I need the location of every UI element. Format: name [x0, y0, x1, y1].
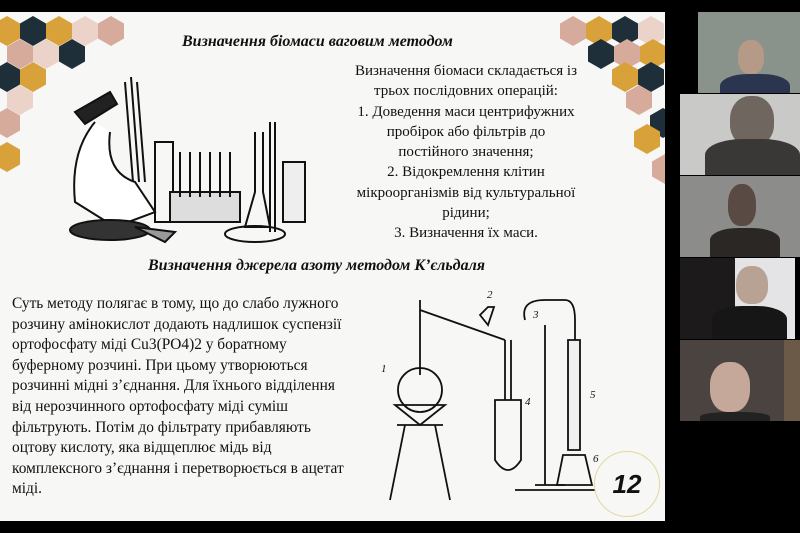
operations-line: 1. Доведення маси центрифужних — [357, 103, 575, 120]
paragraph-line: фільтрують. Потім до фільтрату прибавляю… — [12, 418, 311, 436]
paragraph-line: оцтову кислоту, яка відщеплює мідь від — [12, 439, 272, 457]
paragraph-line: Суть методу полягає в тому, що до слабо … — [12, 295, 339, 312]
operations-line: постійного значення; — [398, 144, 534, 161]
section-title-kjeldahl: Визначення джерела азоту методом К’єльда… — [148, 257, 486, 274]
paragraph-line: розчинні мідні з’єднання. Для їхнього ві… — [12, 377, 335, 395]
slide-page-number: 12 — [594, 451, 660, 517]
participant-face — [728, 184, 756, 226]
operations-line: рідини; — [442, 205, 490, 222]
operations-line: 3. Визначення їх маси. — [394, 225, 538, 242]
shared-slide: Визначення біомаси ваговим методом Визна… — [0, 12, 665, 521]
lab-equipment-illustration — [69, 76, 306, 244]
apparatus-label: 5 — [590, 389, 596, 401]
paragraph-line: від нерозчинного ортофосфату міді суміш — [12, 397, 288, 415]
section-title-biomass: Визначення біомаси ваговим методом — [182, 33, 453, 50]
participant-face — [730, 96, 774, 146]
paragraph-line: комплексного з’єднання і перетворюється … — [12, 459, 344, 477]
participant-body — [705, 139, 800, 175]
biomass-operations-text: Визначення біомаси складається із трьох … — [330, 61, 602, 244]
operations-line: Визначення біомаси складається із — [354, 63, 578, 79]
participant-video-tile[interactable] — [680, 340, 800, 421]
participant-body — [700, 412, 770, 421]
participant-video-tile[interactable] — [680, 258, 795, 339]
operations-line: трьох послідовних операцій: — [374, 83, 558, 100]
paragraph-line: буферному розчині. При цьому утворюються — [12, 356, 308, 374]
apparatus-label: 1 — [381, 363, 387, 375]
paragraph-line: ортофосфату міді Cu3(PO4)2 у боратному — [12, 336, 287, 354]
operations-line: пробірок або фільтрів до — [386, 123, 546, 140]
participant-video-tile[interactable] — [698, 12, 800, 93]
kjeldahl-apparatus-illustration: 1 2 3 4 5 6 — [381, 289, 599, 501]
participant-body — [710, 228, 780, 257]
participant-video-tile[interactable] — [680, 176, 800, 257]
participant-face — [738, 40, 764, 74]
kjeldahl-method-paragraph: Суть методу полягає в тому, що до слабо … — [12, 294, 382, 500]
paragraph-line: міді. — [12, 480, 42, 498]
operations-line: мікроорганізмів від культуральної — [356, 184, 576, 201]
participant-video-tile[interactable] — [680, 94, 800, 175]
participant-face — [736, 266, 768, 304]
apparatus-label: 3 — [532, 309, 539, 321]
apparatus-label: 2 — [487, 289, 493, 301]
operations-line: 2. Відокремлення клітин — [387, 164, 545, 181]
paragraph-line: розчину амінокислот додають надлишок сус… — [12, 315, 342, 333]
apparatus-label: 6 — [593, 453, 599, 465]
participant-body — [712, 306, 787, 339]
apparatus-label: 4 — [525, 396, 531, 408]
participant-body — [720, 74, 790, 93]
participant-face — [710, 362, 750, 412]
